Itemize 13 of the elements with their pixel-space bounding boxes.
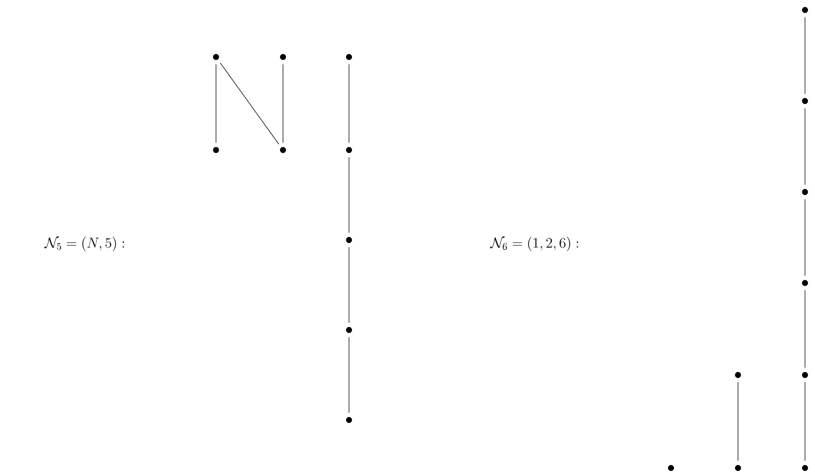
- line: [804, 290, 806, 368]
- formula-label: $\mathcal{N}_5 = (N,5) :$: [44, 236, 124, 252]
- line: [804, 382, 806, 462]
- formula-label: $\mathcal{N}_6 = (1,2,6) :$: [490, 236, 578, 252]
- line: [348, 64, 350, 144]
- line: [282, 64, 284, 144]
- line: [348, 336, 350, 414]
- line: [348, 246, 350, 324]
- line: [804, 16, 806, 94]
- line: [804, 108, 806, 186]
- line: [348, 156, 350, 234]
- line: [804, 198, 806, 276]
- line: [220, 62, 280, 144]
